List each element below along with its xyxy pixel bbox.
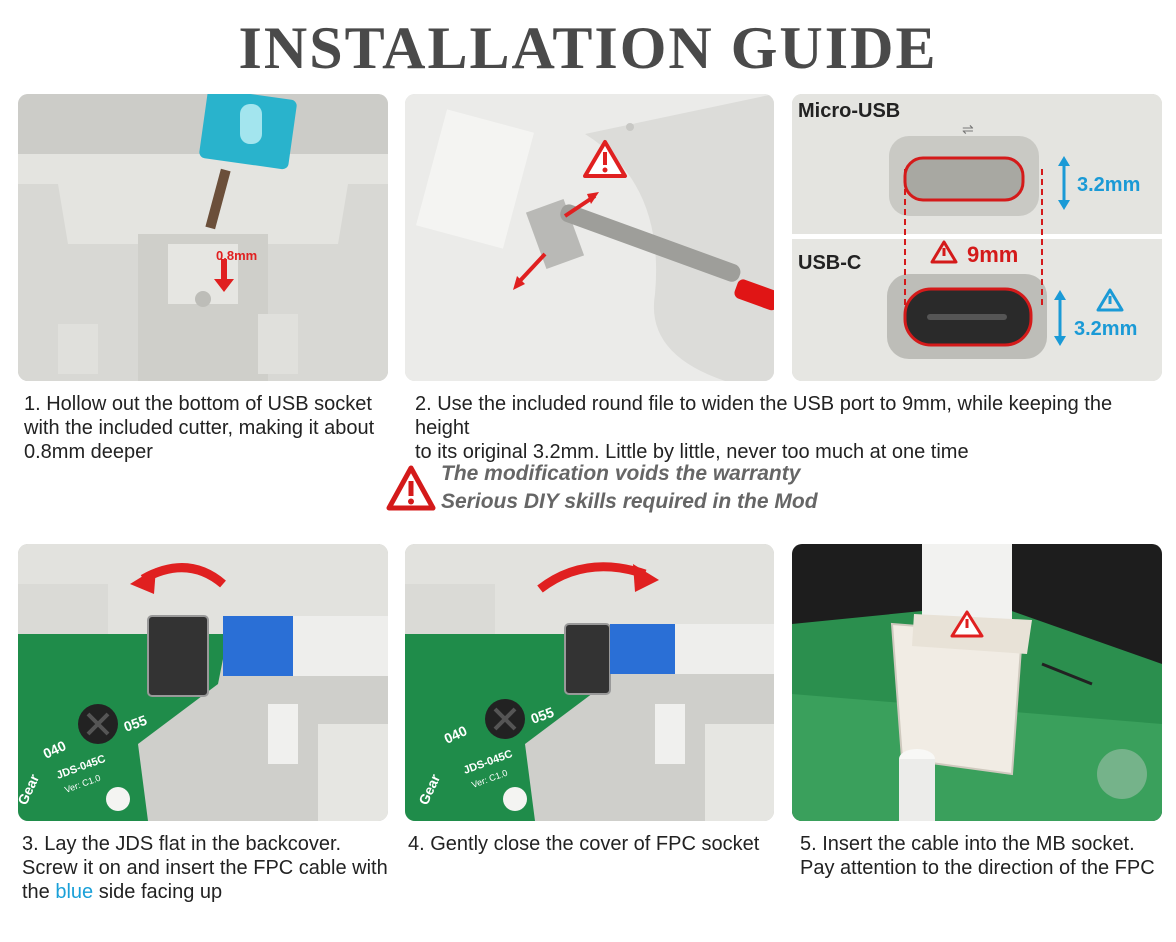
step3-suffix: side facing up [93,881,223,903]
step2-line: 2. Use the included round file to widen … [415,393,1113,439]
step5-line: Pay attention to the direction of the FP… [800,857,1155,879]
step2-caption: 2. Use the included round file to widen … [415,392,1165,464]
board-text-055: 055 [529,704,557,727]
usb-symbol-icon: ⇌ [962,121,974,137]
step4-photo: 040 055 JDS-045C Ver: C1.0 Gear [405,544,774,821]
step1-illustration [18,94,388,381]
port-comparison-illustration: ⇌ [792,94,1162,381]
step2-port-comparison: ⇌ Micro-USB USB-C 9mm 3.2mm 3.2mm [792,94,1162,381]
step5-photo [792,544,1162,821]
step5-caption: 5. Insert the cable into the MB socket. … [800,832,1170,880]
warning-line-2: Serious DIY skills required in the Mod [441,490,818,513]
step1-line: with the included cutter, making it abou… [24,417,375,439]
step2-line: to its original 3.2mm. Little by little,… [415,441,969,463]
step3-line: Screw it on and insert the FPC cable wit… [22,857,388,879]
depth-label: 0.8mm [216,248,258,263]
step1-line: 1. Hollow out the bottom of USB socket [24,393,372,415]
step1-line: 0.8mm deeper [24,441,153,463]
step4-illustration: 040 055 JDS-045C Ver: C1.0 Gear [405,544,774,821]
step3-caption: 3. Lay the JDS flat in the backcover. Sc… [22,832,402,904]
usb-c-label: USB-C [798,252,862,274]
step5-illustration [792,544,1162,821]
height-dimension-top: 3.2mm [1077,174,1141,196]
step2-photo [405,94,774,381]
step4-caption: 4. Gently close the cover of FPC socket [408,832,788,856]
step3-line: 3. Lay the JDS flat in the backcover. [22,833,342,855]
micro-usb-label: Micro-USB [798,100,901,122]
step3-prefix: the [22,881,56,903]
step5-line: 5. Insert the cable into the MB socket. [800,833,1135,855]
warning-line-1: The modification voids the warranty [441,462,801,485]
step1-caption: 1. Hollow out the bottom of USB socket w… [24,392,394,464]
step2-illustration [405,94,774,381]
width-dimension-label: 9mm [967,242,1019,267]
height-dimension-bottom: 3.2mm [1074,318,1138,340]
step3-line-last: the blue side facing up [22,880,402,904]
page-title: INSTALLATION GUIDE [238,15,938,81]
step3-photo: 040 055 JDS-045C Ver: C1.0 Gear [18,544,388,821]
board-text-055: 055 [122,712,150,735]
warning-icon [386,465,436,511]
step3-blue-highlight: blue [55,881,94,903]
step4-line: 4. Gently close the cover of FPC socket [408,833,760,855]
warning-notice: The modification voids the warranty Seri… [385,460,825,520]
step3-illustration: 040 055 JDS-045C Ver: C1.0 Gear [18,544,388,821]
step1-photo: 0.8mm [18,94,388,381]
